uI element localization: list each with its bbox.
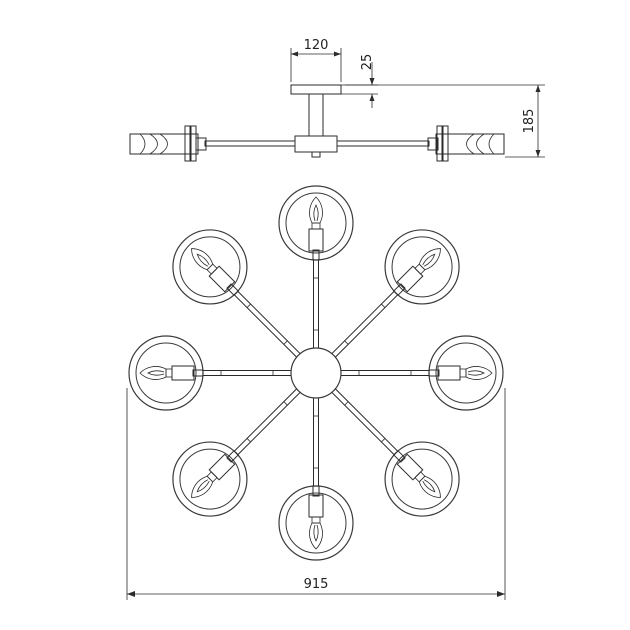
lamp-south-east <box>384 441 460 517</box>
side-hub-bottom <box>311 151 321 158</box>
arm-south <box>313 395 319 491</box>
side-arm-left <box>204 140 296 147</box>
side-lamp-left <box>129 125 207 162</box>
lamp-north <box>278 185 354 261</box>
side-view <box>129 84 505 162</box>
arm-east <box>338 370 434 376</box>
lamp-south-west <box>172 441 248 517</box>
side-stem <box>308 93 324 137</box>
arm-south-east <box>329 386 402 459</box>
dim-label-25: 25 <box>360 54 375 71</box>
dim-label-120: 120 <box>304 38 329 53</box>
lamp-east <box>428 335 504 411</box>
lamp-north-west <box>172 229 248 305</box>
top-view <box>128 185 504 561</box>
arm-west <box>198 370 294 376</box>
arm-north <box>313 255 319 351</box>
side-lamp-right <box>427 125 505 162</box>
central-hub <box>290 347 342 399</box>
side-arm-right <box>336 140 430 147</box>
lamp-west <box>128 335 204 411</box>
side-canopy <box>290 84 342 95</box>
dim-label-915: 915 <box>304 577 329 592</box>
arm-north-west <box>230 287 303 360</box>
dimension-top-width: 120 <box>290 38 342 82</box>
lamp-north-east <box>384 229 460 305</box>
side-hub <box>294 135 338 153</box>
dim-label-185: 185 <box>522 109 537 134</box>
dimension-total-height: 185 <box>345 84 545 158</box>
dimension-top-height: 25 <box>341 54 378 108</box>
arm-north-east <box>329 287 402 360</box>
lamp-south <box>278 485 354 561</box>
dimension-total-width: 915 <box>126 388 506 600</box>
arm-south-west <box>230 386 303 459</box>
